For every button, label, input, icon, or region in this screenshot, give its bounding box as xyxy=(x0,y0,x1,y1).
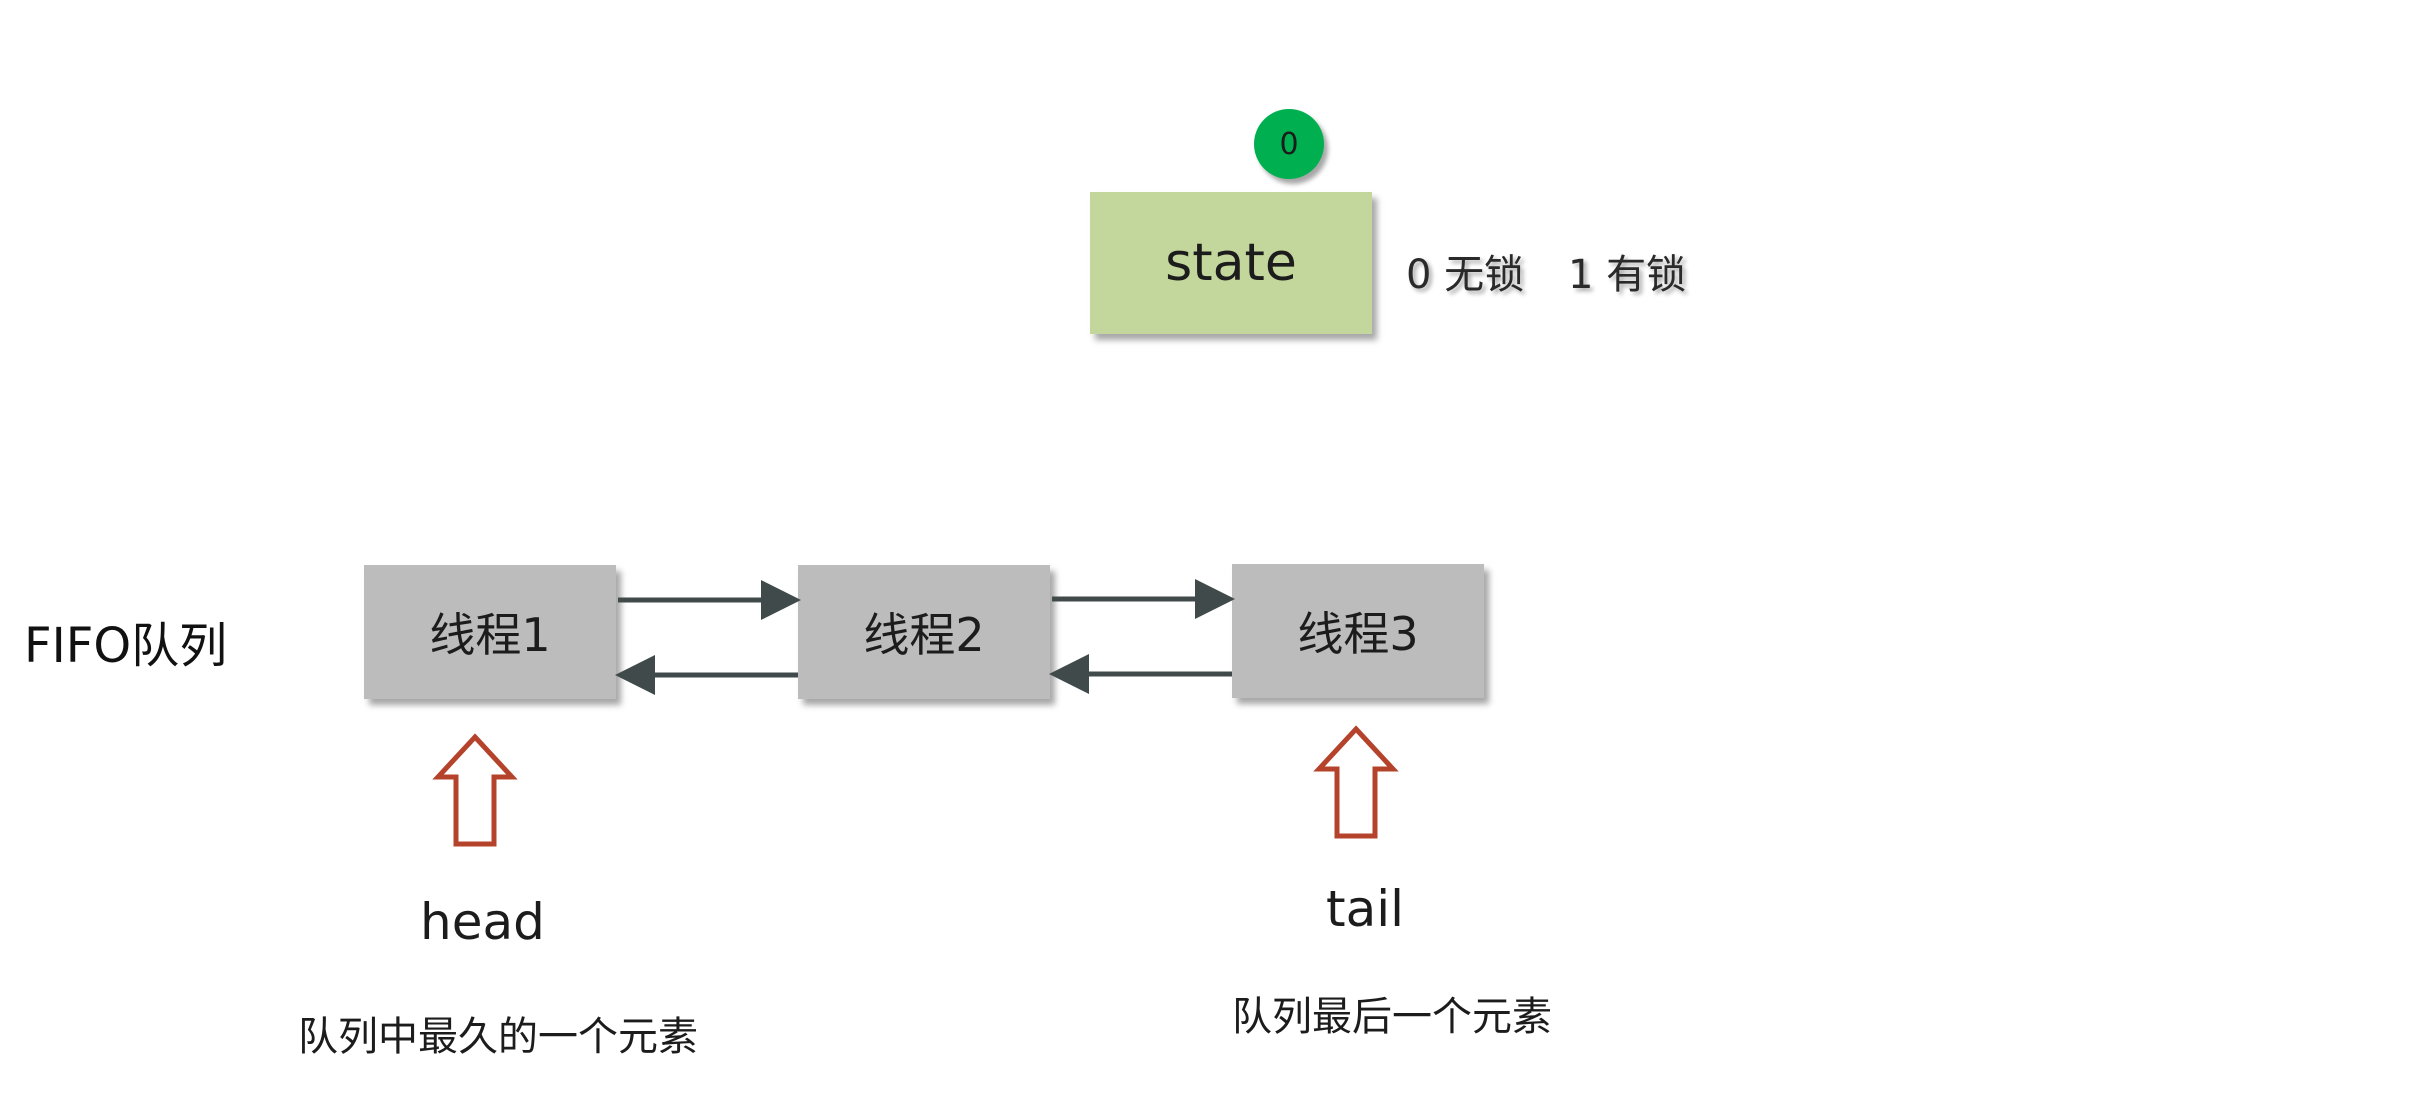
legend-locked: 1 有锁 xyxy=(1568,252,1687,298)
thread-node-1: 线程1 xyxy=(364,565,616,699)
thread-node-label: 线程3 xyxy=(1297,607,1419,661)
thread-node-3: 线程3 xyxy=(1232,564,1484,698)
head-pointer-arrow xyxy=(432,733,518,847)
tail-description: 队列最后一个元素 xyxy=(1232,994,1552,1040)
thread-node-label: 线程1 xyxy=(429,608,551,662)
tail-pointer-arrow xyxy=(1313,725,1399,839)
thread-node-2: 线程2 xyxy=(798,565,1050,699)
state-value: 0 xyxy=(1279,126,1299,162)
head-label: head xyxy=(420,893,545,951)
thread-node-label: 线程2 xyxy=(863,608,985,662)
state-box: state xyxy=(1090,192,1372,334)
state-value-badge: 0 xyxy=(1254,109,1324,179)
state-label: state xyxy=(1165,233,1297,293)
head-description: 队列中最久的一个元素 xyxy=(298,1014,698,1060)
fifo-queue-label: FIFO队列 xyxy=(24,618,228,674)
legend-unlocked: 0 无锁 xyxy=(1406,252,1525,298)
tail-label: tail xyxy=(1326,880,1405,938)
